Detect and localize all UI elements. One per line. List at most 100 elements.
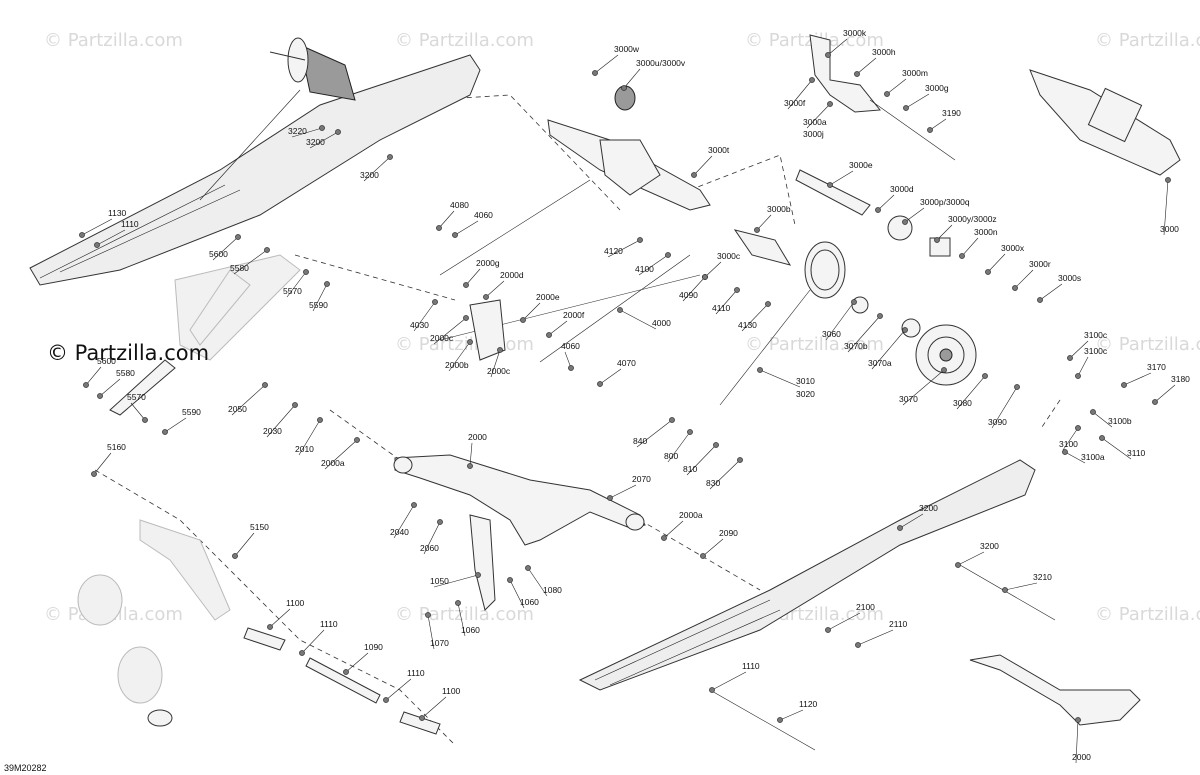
leader-line (594, 54, 619, 74)
callout-label: 1100 (442, 686, 461, 696)
part-marker (825, 52, 831, 58)
leader-line (663, 520, 684, 539)
leader-line (682, 276, 706, 302)
part-marker (1062, 449, 1068, 455)
leader-line (827, 38, 848, 56)
callout-label: 5590 (309, 300, 328, 310)
callout-label: 5160 (107, 442, 126, 452)
front-rail-left (29, 37, 481, 286)
callout-label: 2000g (476, 258, 500, 268)
leader-line (709, 459, 741, 490)
callout-label: 3220 (288, 126, 307, 136)
part-marker (303, 269, 309, 275)
callout-label: 3010 (796, 376, 815, 386)
part-marker (317, 417, 323, 423)
leader-line (715, 289, 738, 315)
callout-label: 5570 (283, 286, 302, 296)
part-marker (525, 565, 531, 571)
callout-label: 1110 (407, 668, 425, 678)
leader-line (1163, 179, 1169, 236)
leader-line (806, 103, 831, 129)
callout-label: 4100 (635, 264, 654, 274)
front-arm-assembly (109, 254, 301, 416)
callout-label: 3000d (890, 184, 914, 194)
part-marker (264, 247, 270, 253)
leader-line (233, 249, 268, 275)
leader-line (829, 170, 854, 186)
leader-line (636, 419, 673, 448)
part-marker (292, 402, 298, 408)
part-marker (79, 232, 85, 238)
callout-label: 800 (664, 451, 678, 461)
leader-line (702, 538, 724, 557)
part-marker (463, 282, 469, 288)
callout-label: 810 (683, 464, 697, 474)
callout-label: 2000f (563, 310, 585, 320)
callout-label: 3110 (1127, 448, 1146, 458)
leader-line (756, 214, 772, 231)
leader-line (1154, 384, 1176, 403)
leader-line (1101, 437, 1132, 460)
watermark: © Partzilla.com (1095, 604, 1200, 625)
callout-label: 2000a (679, 510, 703, 520)
watermark: © Partzilla.com (395, 30, 534, 51)
part-marker (383, 697, 389, 703)
callout-label: 2100 (856, 602, 875, 612)
part-marker (927, 127, 933, 133)
part-marker (854, 71, 860, 77)
part-marker (765, 301, 771, 307)
watermark: © Partzilla.com (745, 334, 884, 355)
callout-label: 3000r (1029, 259, 1051, 269)
callout-label: 3000n (974, 227, 998, 237)
leader-line (904, 207, 925, 223)
leader-line (286, 271, 307, 298)
part-marker (941, 367, 947, 373)
part-marker (809, 77, 815, 83)
part-marker (877, 313, 883, 319)
part-marker (1075, 717, 1081, 723)
leader-line (1069, 340, 1089, 359)
callout-label: 3190 (942, 108, 961, 118)
part-marker (419, 715, 425, 721)
leader-line (324, 439, 358, 470)
leader-line (686, 444, 717, 476)
leader-line (393, 504, 415, 539)
part-marker (875, 207, 881, 213)
leader-line (269, 608, 291, 628)
leader-line (1062, 427, 1079, 451)
leader-lines (79, 38, 1176, 764)
leader-line (298, 419, 321, 456)
leader-line (1077, 356, 1089, 377)
leader-line (266, 404, 296, 438)
part-marker (475, 572, 481, 578)
leader-line (164, 417, 187, 433)
part-marker (97, 393, 103, 399)
leader-line (469, 442, 473, 467)
callout-label: 3000b (767, 204, 791, 214)
callout-label: 2000c (430, 333, 454, 343)
callout-label: 3000c (717, 251, 741, 261)
callout-label: 3000u/3000v (636, 58, 686, 68)
part-marker (507, 577, 513, 583)
callout-label: 4000 (652, 318, 671, 328)
leader-line (485, 280, 505, 298)
callout-label: 3000h (872, 47, 896, 57)
part-marker (709, 687, 715, 693)
callout-label: 3200 (360, 170, 379, 180)
leader-line (1014, 269, 1034, 289)
rear-rail-right (578, 459, 1056, 751)
leader-line (527, 567, 548, 597)
part-marker (83, 382, 89, 388)
leader-line (291, 127, 323, 138)
part-marker (687, 429, 693, 435)
part-marker (387, 154, 393, 160)
part-marker (955, 562, 961, 568)
leader-line (96, 229, 126, 246)
callout-label: 3000 (1160, 224, 1179, 234)
part-marker (855, 642, 861, 648)
callout-label: 2000b (445, 360, 469, 370)
watermark: © Partzilla.com (395, 604, 534, 625)
callout-label: 2000 (1072, 752, 1091, 762)
callout-label: 4120 (604, 246, 623, 256)
part-marker (621, 85, 627, 91)
